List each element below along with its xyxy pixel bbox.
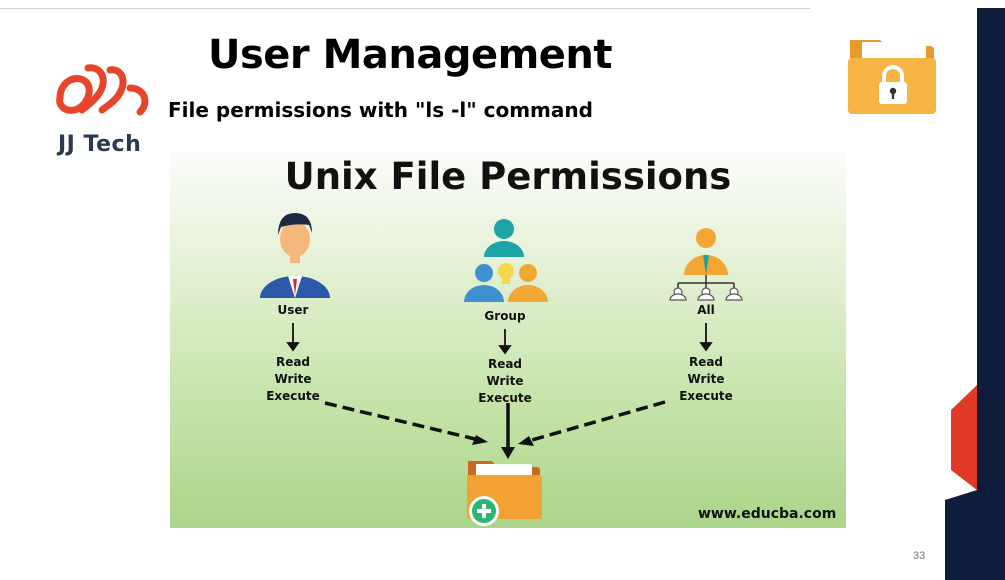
diagram-title: Unix File Permissions: [284, 155, 732, 198]
dashed-arrows: [324, 400, 666, 451]
user-icon: [260, 213, 330, 298]
permission-write: Write: [274, 372, 312, 386]
entity-label-user: User: [277, 303, 309, 317]
all-permissions: Read Write Execute: [666, 354, 746, 405]
group-icon: [464, 219, 548, 302]
entity-label-all: All: [697, 303, 715, 317]
permission-write: Write: [687, 372, 725, 386]
slide-title: User Management: [208, 32, 613, 78]
file-folder-add-icon: [467, 461, 542, 526]
permission-read: Read: [487, 357, 523, 371]
permission-read: Read: [688, 355, 724, 369]
group-permissions: Read Write Execute: [465, 356, 545, 407]
page-number: 33: [913, 550, 926, 562]
top-divider: [0, 8, 810, 9]
permission-execute: Execute: [679, 389, 733, 403]
permission-write: Write: [486, 374, 524, 388]
entity-label-group: Group: [484, 309, 526, 323]
diagram-graphics: [260, 213, 743, 526]
slide-decoration: [945, 8, 1005, 580]
website-watermark: www.educba.com: [698, 506, 837, 522]
unix-permissions-diagram: Unix File Permissions: [170, 151, 846, 528]
permission-read: Read: [275, 355, 311, 369]
permission-execute: Execute: [266, 389, 320, 403]
user-permissions: Read Write Execute: [253, 354, 333, 405]
label-arrows: [286, 323, 713, 355]
folder-lock-icon: [848, 40, 936, 114]
slide-subtitle: File permissions with "ls -l" command: [168, 98, 593, 122]
arrow-heads: [472, 435, 534, 459]
all-users-icon: [669, 228, 743, 301]
permission-execute: Execute: [478, 391, 532, 405]
logo-text: JJ Tech: [58, 132, 142, 157]
jjtech-logo-icon: [56, 64, 149, 116]
